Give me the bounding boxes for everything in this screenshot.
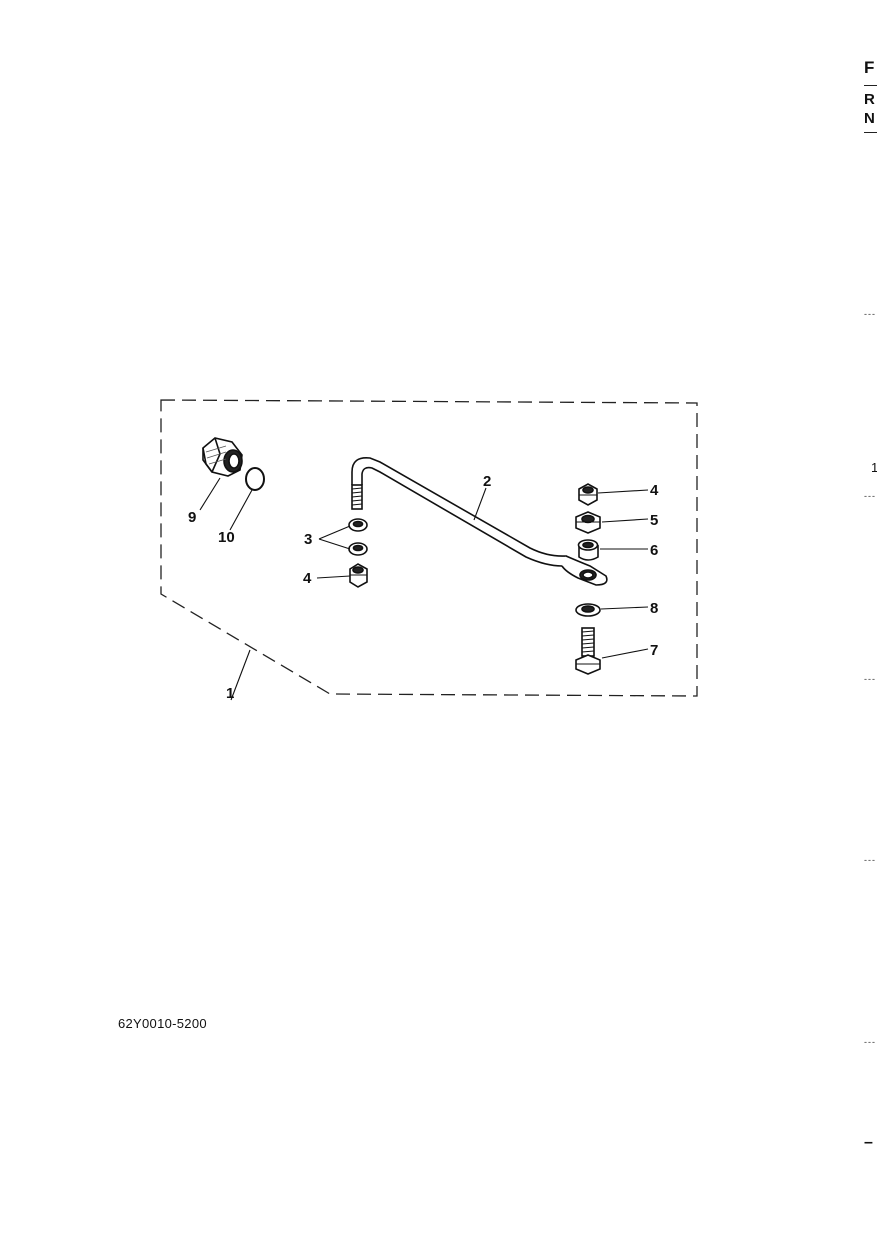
part-4-nut-left — [349, 563, 368, 588]
callout-2: 2 — [483, 473, 491, 490]
part-6-collar — [577, 539, 599, 561]
edge-rule — [864, 132, 877, 133]
edge-tick: --- — [864, 491, 876, 501]
part-7-bolt — [575, 627, 601, 675]
edge-tick: --- — [864, 309, 876, 319]
edge-tick: --- — [864, 1037, 876, 1047]
edge-page-digit: 1 — [871, 460, 877, 475]
leader-lines — [199, 477, 649, 701]
part-5-nut — [575, 511, 601, 534]
part-8-washer — [575, 603, 601, 617]
callout-4-right: 4 — [650, 482, 659, 499]
edge-bottom-dash: – — [864, 1134, 873, 1151]
part-code: 62Y0010-5200 — [118, 1016, 207, 1031]
callout-9: 9 — [188, 509, 196, 526]
edge-letter-n: N — [864, 110, 875, 127]
part-4-nut-right — [578, 483, 598, 506]
callout-7: 7 — [650, 642, 658, 659]
part-9-fitting — [202, 437, 243, 477]
edge-letter-r: R — [864, 91, 875, 108]
callout-6: 6 — [650, 542, 658, 559]
callout-4-left: 4 — [303, 570, 312, 587]
part-2-link-rod — [351, 456, 608, 586]
edge-tick: --- — [864, 855, 876, 865]
callout-1: 1 — [226, 685, 234, 702]
edge-tick: --- — [864, 674, 876, 684]
callout-8: 8 — [650, 600, 658, 617]
kit-outline-dashed-border — [160, 399, 698, 697]
edge-letter-f: F — [864, 58, 875, 77]
part-10-o-ring — [245, 467, 265, 491]
edge-rule — [864, 85, 877, 86]
part-3-washers — [348, 518, 368, 556]
callout-5: 5 — [650, 512, 658, 529]
callout-10: 10 — [218, 529, 235, 546]
callout-3: 3 — [304, 531, 312, 548]
